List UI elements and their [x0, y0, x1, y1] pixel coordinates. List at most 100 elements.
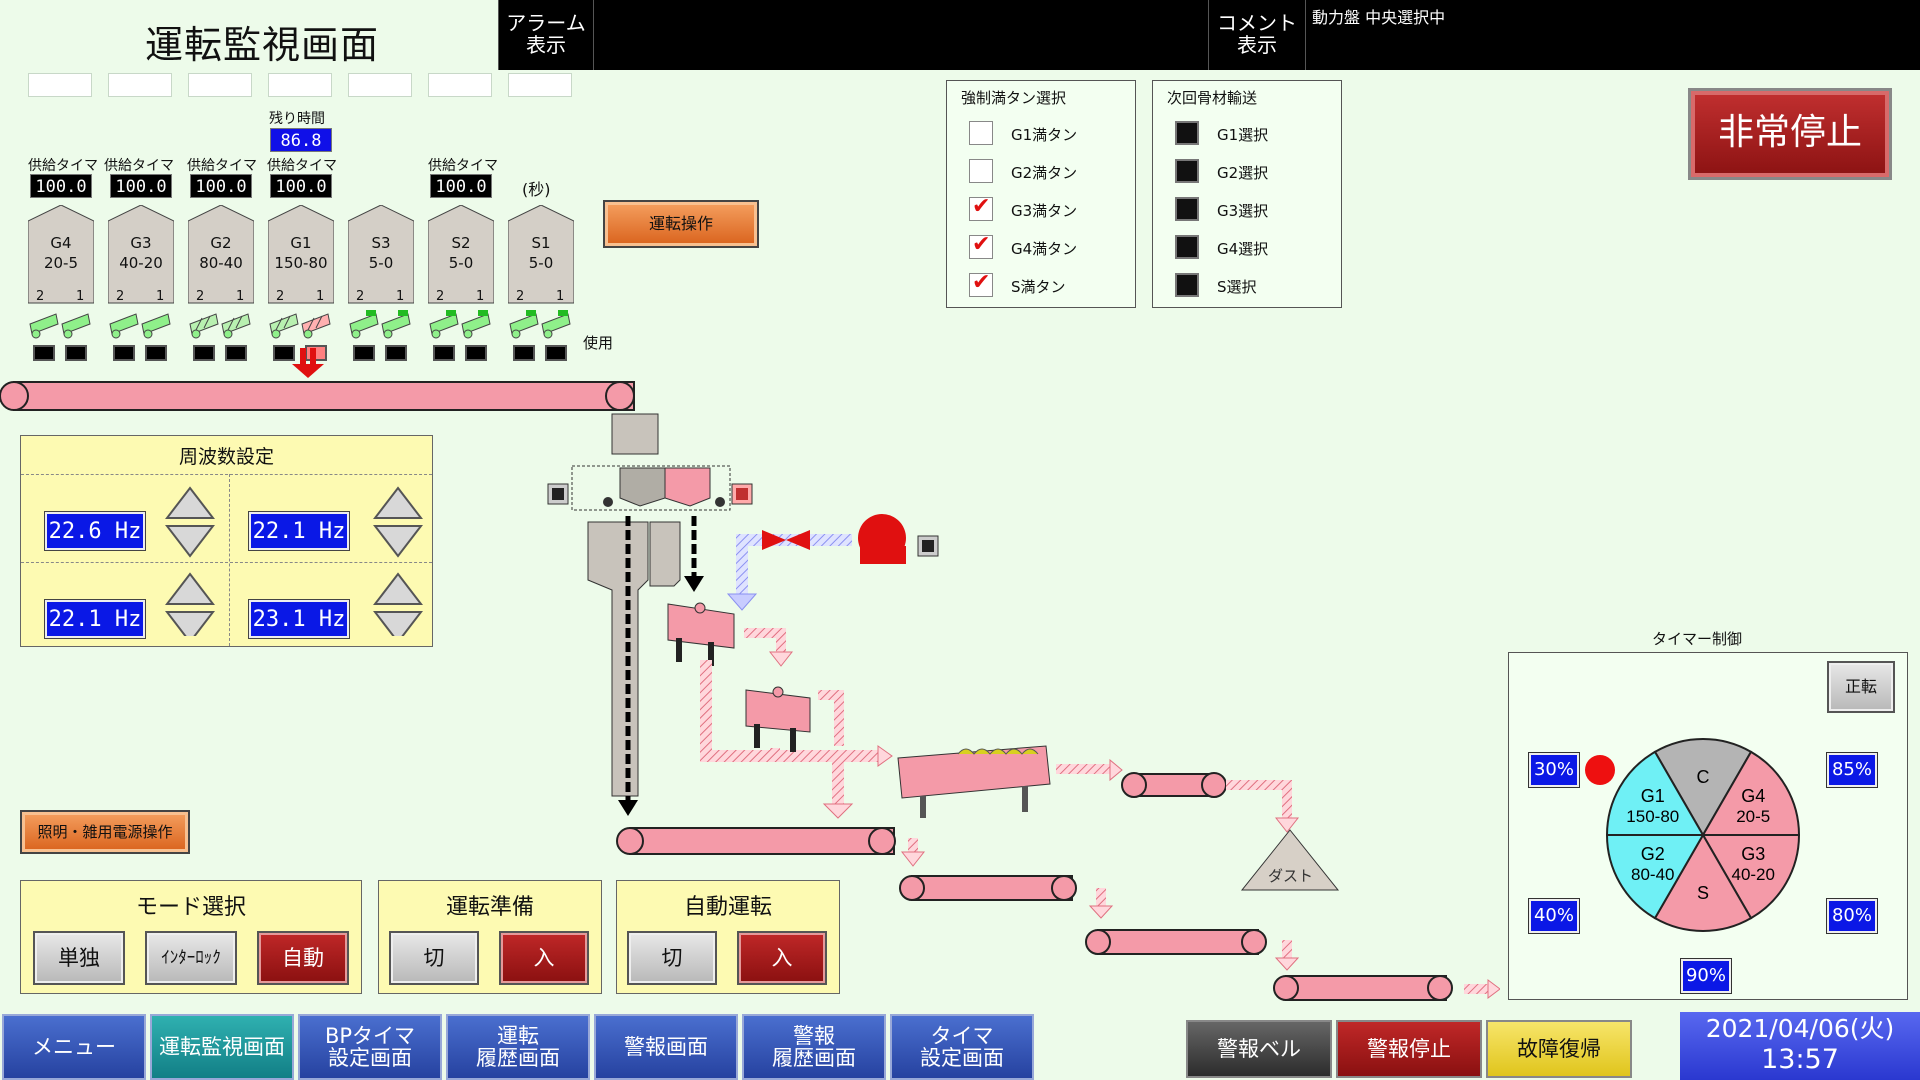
next-material-item[interactable]: S選択	[1175, 273, 1315, 297]
pct-40[interactable]: 40%	[1528, 898, 1580, 934]
feeder	[349, 310, 379, 361]
feed-timer-g2[interactable]: 100.0	[190, 174, 252, 198]
nav-button-4[interactable]: 警報画面	[594, 1014, 738, 1080]
feed-timer-g1[interactable]: 100.0	[270, 174, 332, 198]
feed-timer-s2[interactable]: 100.0	[430, 174, 492, 198]
fault-reset-button[interactable]: 故障復帰	[1486, 1020, 1632, 1078]
alarm-bell-button[interactable]: 警報ベル	[1186, 1020, 1332, 1078]
nav-label: 設定画面	[327, 1046, 412, 1070]
auto-run-on-button[interactable]: 入	[737, 931, 827, 985]
pct-90[interactable]: 90%	[1680, 958, 1732, 994]
checkbox[interactable]	[969, 194, 993, 221]
pie-label: G4	[1741, 786, 1765, 806]
auto-run-title: 自動運転	[683, 895, 772, 920]
feeder	[461, 310, 491, 361]
select-lamp[interactable]	[1175, 197, 1199, 221]
silo-gate-1: 1	[76, 289, 85, 304]
lighting-power-button[interactable]: 照明・雑用電源操作	[20, 810, 190, 854]
nav-button-3[interactable]: 運転履歴画面	[446, 1014, 590, 1080]
feeder	[141, 313, 171, 361]
feed-timer-g4[interactable]: 100.0	[30, 174, 92, 198]
feeder	[29, 313, 59, 361]
feed-timer-label-s2: 供給タイマ	[428, 158, 498, 174]
prep-panel: 運転準備 切 入	[378, 880, 602, 994]
use-label: 使用	[583, 334, 614, 352]
flow-arrow	[292, 348, 324, 378]
select-lamp[interactable]	[1175, 235, 1199, 259]
pie-sector-g4	[1701, 750, 1801, 836]
prep-off-button[interactable]: 切	[389, 931, 479, 985]
remaining-time-value: 86.8	[270, 128, 332, 152]
emergency-stop-button[interactable]: 非常停止	[1688, 88, 1892, 180]
auto-run-off-button[interactable]: 切	[627, 931, 717, 985]
conveyor-5	[1273, 975, 1453, 1001]
nav-button-5[interactable]: 警報履歴画面	[742, 1014, 886, 1080]
silo-gate-2: 2	[276, 289, 285, 304]
comment-display-button[interactable]: コメント 表示	[1208, 0, 1306, 70]
nav-button-1[interactable]: 運転監視画面	[150, 1014, 294, 1080]
freq-value-2[interactable]: 22.1 Hz	[248, 511, 350, 551]
freq-value-3[interactable]: 22.1 Hz	[44, 599, 146, 639]
next-material-item[interactable]: G4選択	[1175, 235, 1315, 259]
pct-85[interactable]: 85%	[1826, 752, 1878, 788]
checkbox[interactable]	[969, 232, 993, 259]
next-material-title: 次回骨材輸送	[1167, 89, 1258, 107]
feed-timer-g3[interactable]: 100.0	[110, 174, 172, 198]
mode-single-button[interactable]: 単独	[33, 931, 125, 985]
alarm-stop-button[interactable]: 警報停止	[1336, 1020, 1482, 1078]
forced-full-item[interactable]: S満タン	[969, 270, 1109, 297]
pie-sector-g1	[1605, 750, 1705, 836]
freq-stepper-right[interactable]	[373, 486, 423, 636]
pie-label: S	[1697, 883, 1709, 903]
checkbox[interactable]	[969, 270, 993, 297]
forced-full-item[interactable]: G3満タン	[969, 194, 1109, 221]
pct-80[interactable]: 80%	[1826, 898, 1878, 934]
forward-button[interactable]: 正転	[1827, 661, 1895, 713]
mode-interlock-button[interactable]: ｲﾝﾀｰﾛｯｸ	[145, 931, 237, 985]
forced-full-label: G3満タン	[1011, 202, 1078, 220]
next-material-item[interactable]: G3選択	[1175, 197, 1315, 221]
nav-label: 履歴画面	[476, 1046, 560, 1070]
header-bar: 運転監視画面 アラーム 表示 コメント 表示 動力盤 中央選択中	[0, 0, 1920, 70]
conveyor-3	[899, 875, 1077, 901]
indicator-box	[268, 73, 332, 97]
feed-timer-label-g4: 供給タイマ	[28, 158, 98, 174]
nav-label: 警報	[793, 1024, 835, 1048]
next-material-item[interactable]: G2選択	[1175, 159, 1315, 183]
alarm-display-label-2: 表示	[526, 33, 566, 57]
forced-full-item[interactable]: G4満タン	[969, 232, 1109, 259]
pct-30[interactable]: 30%	[1528, 752, 1580, 788]
checkbox[interactable]	[969, 121, 993, 145]
pie-sublabel: 150-80	[1626, 807, 1679, 826]
clock-date: 2021/04/06(火)	[1705, 1014, 1895, 1043]
next-material-item[interactable]: G1選択	[1175, 121, 1315, 145]
mode-auto-button[interactable]: 自動	[257, 931, 349, 985]
operation-button[interactable]: 運転操作	[603, 200, 759, 248]
freq-value-1[interactable]: 22.6 Hz	[44, 511, 146, 551]
select-lamp[interactable]	[1175, 159, 1199, 183]
prep-on-button[interactable]: 入	[499, 931, 589, 985]
forced-full-label: S満タン	[1011, 278, 1066, 296]
pie-sector-g3	[1701, 834, 1801, 920]
nav-button-0[interactable]: メニュー	[2, 1014, 146, 1080]
nav-button-6[interactable]: タイマ設定画面	[890, 1014, 1034, 1080]
forced-full-item[interactable]: G2満タン	[969, 159, 1109, 183]
nav-button-2[interactable]: BPタイマ設定画面	[298, 1014, 442, 1080]
freq-value-4[interactable]: 23.1 Hz	[248, 599, 350, 639]
vibrating-screen-2	[745, 686, 811, 752]
alarm-display-button[interactable]: アラーム 表示	[498, 0, 594, 70]
select-lamp[interactable]	[1175, 273, 1199, 297]
forced-full-item[interactable]: G1満タン	[969, 121, 1109, 145]
pie-label: G3	[1741, 844, 1765, 864]
freq-stepper-left[interactable]	[165, 486, 215, 636]
checkbox[interactable]	[969, 159, 993, 183]
silo-name: G3	[130, 234, 152, 252]
select-lamp[interactable]	[1175, 121, 1199, 145]
forced-full-title: 強制満タン選択	[961, 89, 1067, 107]
auto-run-panel: 自動運転 切 入	[616, 880, 840, 994]
